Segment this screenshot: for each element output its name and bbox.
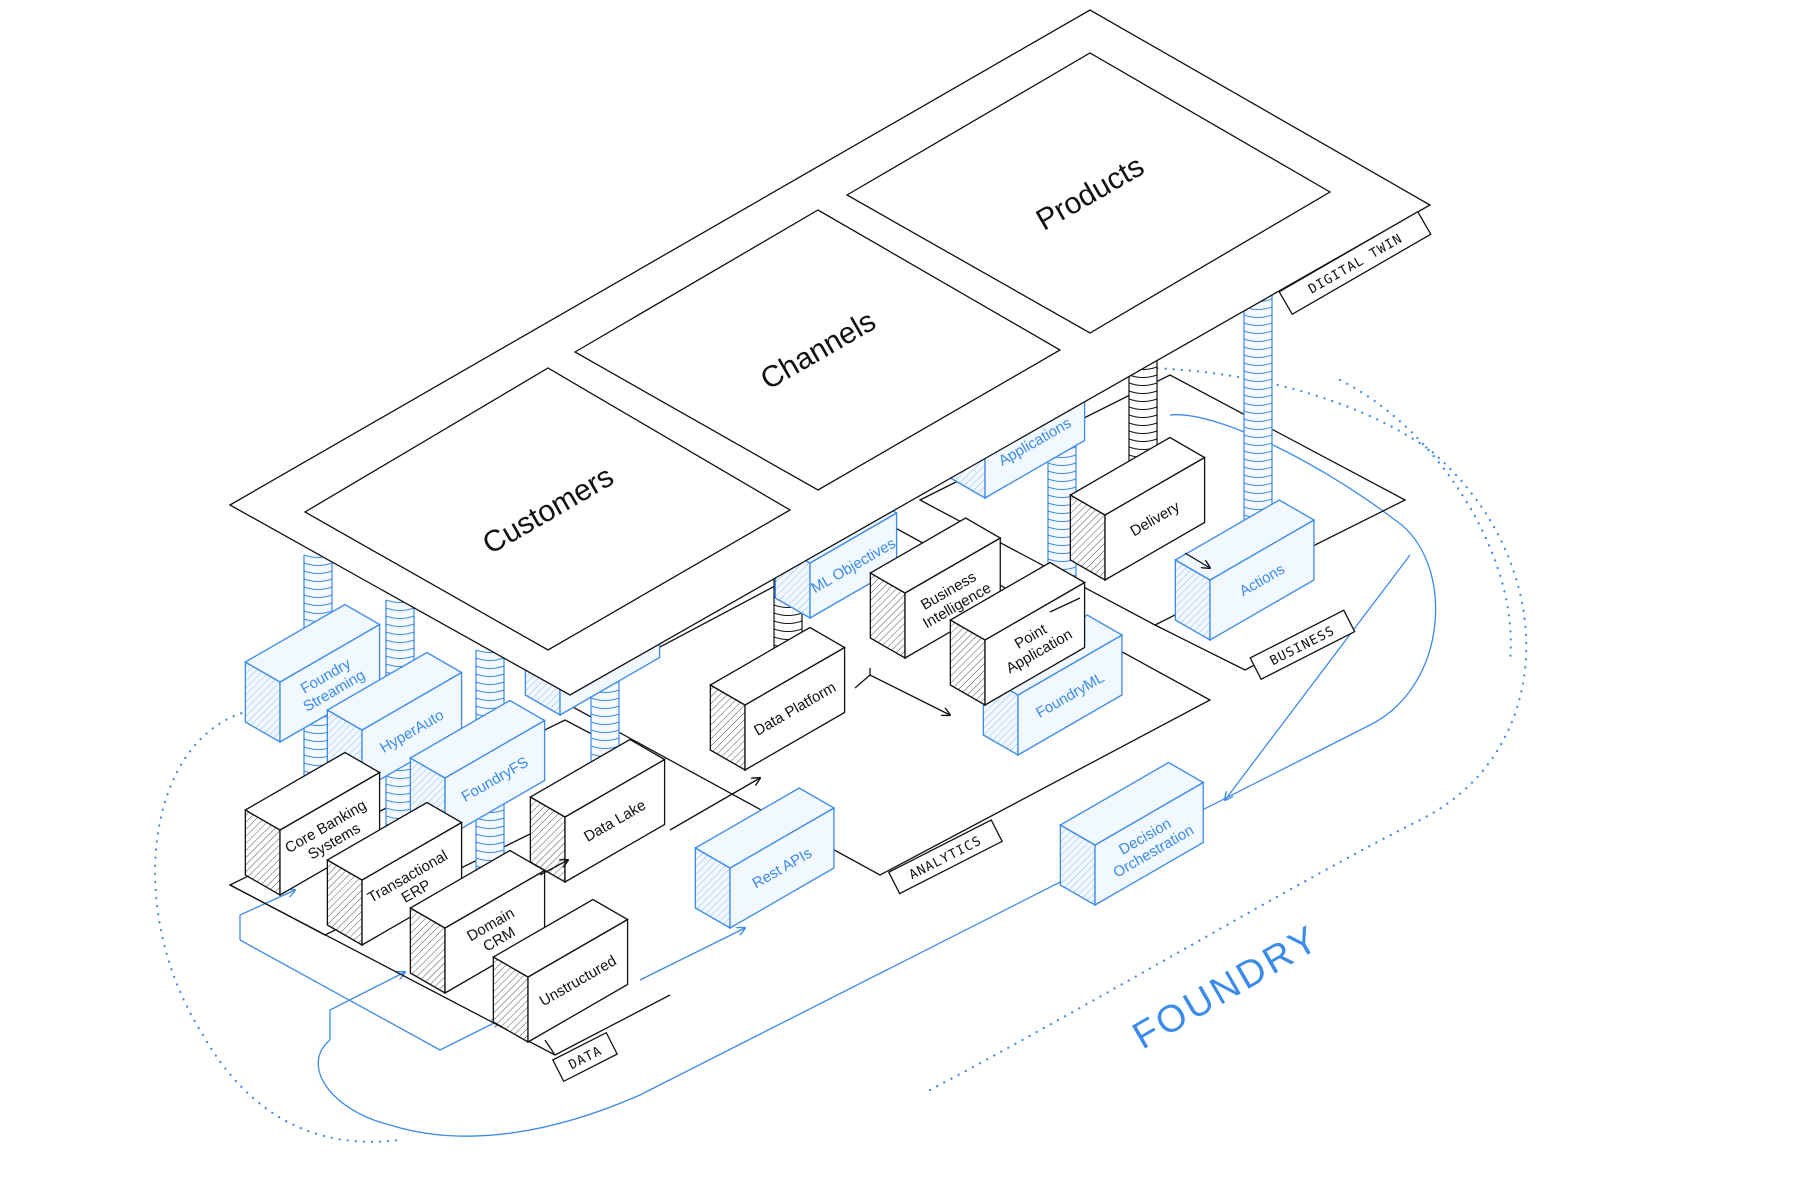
digital-twin-tag [1278, 210, 1432, 316]
digital-twin-platform: Customers Channels Products DIGITAL TWIN [228, 9, 1432, 696]
data-lake-box: Data Lake [529, 738, 666, 884]
business-layer-plane: BUSINESS [918, 374, 1407, 681]
foundry-loop [239, 414, 1437, 1137]
customers-panel [303, 367, 792, 651]
products-panel [845, 52, 1332, 334]
business-layer-tag [1249, 609, 1356, 681]
data-layer-tag [551, 1031, 619, 1083]
connector-arrows [539, 552, 1210, 876]
data-platform-box: Data Platform [709, 626, 846, 772]
delivery-box: Delivery [1069, 436, 1206, 582]
foundry-dotted-ring [154, 366, 1528, 1143]
foundryfs-box: FoundryFS [409, 699, 546, 840]
data-layer-plane: DATA [228, 719, 671, 1083]
analytics-layer-tag [887, 819, 1004, 895]
channels-panel [573, 209, 1062, 491]
rest-apis-box: Rest APIs [694, 787, 836, 930]
foundry-wordmark: FOUNDRY [1126, 917, 1327, 1057]
